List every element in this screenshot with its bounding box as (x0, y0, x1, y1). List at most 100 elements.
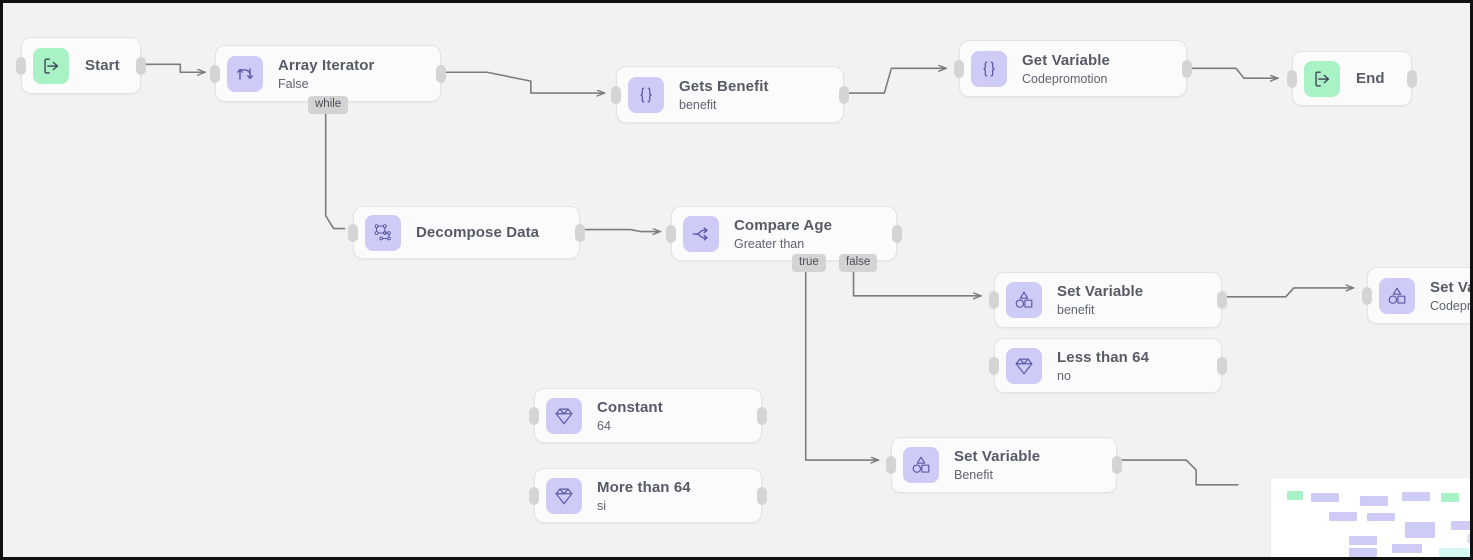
port-in-set_var_benefit2[interactable] (886, 456, 896, 474)
node-title: Less than 64 (1057, 348, 1150, 366)
loop-arrows-icon (227, 55, 263, 92)
node-title: Array Iterator (278, 56, 375, 74)
node-graph-icon (365, 214, 401, 251)
edge-setvar-to-setvarcode[interactable] (1220, 288, 1353, 298)
edge-start-to-iterator[interactable] (143, 63, 205, 72)
port-in-set_var_code[interactable] (1362, 286, 1372, 305)
port-out-gets_benefit[interactable] (839, 85, 849, 104)
node-labels: More than 64 si (597, 479, 691, 513)
edge-benefit-to-getvar[interactable] (843, 68, 947, 94)
node-more_than_64[interactable]: More than 64 si (529, 468, 767, 523)
minimap-node (1360, 496, 1388, 506)
port-in-gets_benefit[interactable] (611, 85, 621, 104)
minimap-node (1441, 493, 1459, 502)
edge-iterator-to-benefit[interactable] (442, 71, 604, 93)
port-out-more_than_64[interactable] (757, 486, 767, 505)
node-labels: Start (85, 57, 120, 74)
node-less_than_64[interactable]: Less than 64 no (989, 338, 1227, 393)
port-out-set_var_benefit[interactable] (1217, 291, 1227, 309)
minimap-node (1287, 491, 1303, 500)
gem-icon (546, 397, 582, 434)
shapes-icon (1006, 282, 1042, 318)
edge-setvar2-to-offscreen[interactable] (1115, 459, 1239, 486)
node-decompose_data[interactable]: Decompose Data (348, 206, 585, 259)
port-in-array_iterator[interactable] (210, 64, 220, 83)
node-subtitle: Codepromotion (1430, 298, 1471, 313)
node-subtitle: benefit (1057, 303, 1095, 317)
edge-badge-false[interactable]: false (839, 254, 878, 272)
node-title: More than 64 (597, 478, 691, 496)
port-out-compare_age[interactable] (892, 224, 902, 243)
port-out-get_variable[interactable] (1182, 59, 1192, 78)
port-out-end[interactable] (1407, 69, 1417, 88)
shapes-icon (903, 447, 939, 483)
port-in-get_variable[interactable] (954, 59, 964, 78)
node-subtitle: 64 (597, 418, 611, 433)
port-in-compare_age[interactable] (666, 224, 676, 243)
node-constant[interactable]: Constant 64 (529, 388, 767, 443)
port-in-decompose_data[interactable] (348, 223, 358, 242)
port-out-set_var_benefit2[interactable] (1112, 456, 1122, 474)
port-in-constant[interactable] (529, 406, 539, 425)
node-subtitle: Codepromotion (1022, 71, 1108, 86)
edge-true-to-setvar2[interactable] (804, 265, 879, 460)
shapes-icon (1379, 277, 1415, 314)
port-out-decompose_data[interactable] (575, 223, 585, 242)
node-title: Get Variable (1022, 51, 1110, 69)
node-title: End (1356, 70, 1385, 87)
edge-badge-true[interactable]: true (792, 254, 826, 272)
node-labels: Set Variable benefit (1057, 283, 1143, 317)
port-in-set_var_benefit[interactable] (989, 291, 999, 309)
node-gets_benefit[interactable]: Gets Benefit benefit (611, 66, 849, 123)
minimap-node (1467, 534, 1470, 543)
edge-getvar-to-end[interactable] (1185, 67, 1278, 78)
port-in-less_than_64[interactable] (989, 356, 999, 375)
gem-icon (1006, 347, 1042, 384)
node-title: Set Variable (954, 448, 1041, 465)
port-out-array_iterator[interactable] (436, 64, 446, 83)
node-labels: Less than 64 no (1057, 349, 1149, 383)
node-subtitle: False (278, 76, 309, 91)
port-in-end[interactable] (1287, 69, 1297, 88)
minimap-node (1402, 492, 1430, 501)
edge-decompose-to-compare[interactable] (580, 230, 661, 232)
node-labels: End (1356, 70, 1385, 87)
curly-braces-icon (628, 76, 664, 113)
node-subtitle: no (1057, 368, 1071, 383)
minimap-node (1349, 536, 1377, 545)
port-out-constant[interactable] (757, 406, 767, 425)
branch-arrows-icon (683, 215, 719, 252)
edge-iterator-while-branch[interactable] (324, 109, 346, 230)
node-set_var_benefit[interactable]: Set Variable benefit (989, 272, 1227, 328)
curly-braces-icon (971, 50, 1007, 87)
minimap[interactable] (1270, 477, 1470, 557)
node-title: Set Variable (1057, 283, 1144, 300)
enter-arrow-icon (1304, 60, 1340, 97)
node-title: Start (85, 57, 120, 74)
node-subtitle: si (597, 498, 607, 513)
port-out-start[interactable] (136, 56, 146, 75)
node-title: Constant (597, 398, 663, 416)
node-start[interactable]: Start (16, 37, 146, 94)
edge-badge-while[interactable]: while (308, 96, 349, 114)
node-subtitle: Benefit (954, 468, 993, 482)
port-out-less_than_64[interactable] (1217, 356, 1227, 375)
node-subtitle: benefit (679, 97, 717, 112)
node-end[interactable]: End (1287, 51, 1417, 106)
port-in-start[interactable] (16, 56, 26, 75)
minimap-node (1405, 522, 1435, 538)
node-title: Gets Benefit (679, 77, 769, 95)
port-in-more_than_64[interactable] (529, 486, 539, 505)
node-subtitle: Greater than (734, 236, 805, 251)
minimap-node (1367, 513, 1395, 521)
